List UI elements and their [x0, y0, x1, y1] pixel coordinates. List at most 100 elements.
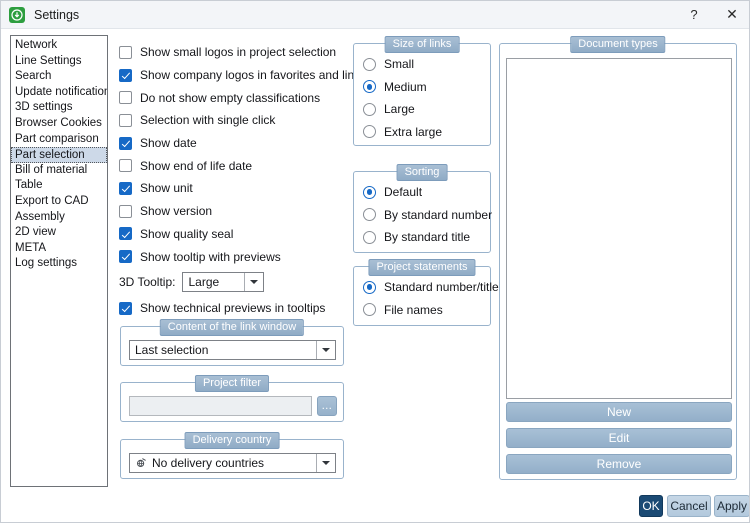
close-icon[interactable]: ✕ — [726, 6, 738, 22]
checkbox-row-show-end-of-life-date[interactable]: Show end of life date — [119, 154, 347, 177]
radio-row-extra-large[interactable]: Extra large — [363, 121, 490, 144]
document-types-group: Document types New Edit Remove — [499, 36, 737, 480]
sidebar-item-log-settings[interactable]: Log settings — [15, 257, 78, 270]
sidebar-item-part-comparison[interactable]: Part comparison — [15, 132, 99, 145]
sidebar-item-network[interactable]: Network — [15, 39, 58, 51]
sidebar-item-bill-of-material[interactable]: Bill of material — [15, 163, 88, 176]
checkbox-show-tooltip-with-previews[interactable] — [119, 250, 132, 264]
checkbox-show-small-logos-in-project-selection[interactable] — [119, 45, 132, 59]
checkbox-row-show-quality-seal[interactable]: Show quality seal — [119, 223, 347, 246]
checkbox-label-technical-previews: Show technical previews in tooltips — [140, 301, 326, 316]
checkbox-row-show-small-logos-in-project-selection[interactable]: Show small logos in project selection — [119, 41, 347, 64]
radio-row-default[interactable]: Default — [363, 181, 490, 204]
checkbox-row-show-version[interactable]: Show version — [119, 200, 347, 223]
radio-row-small[interactable]: Small — [363, 53, 490, 76]
radio-default[interactable] — [363, 185, 376, 199]
sidebar-item-table[interactable]: Table — [15, 179, 43, 192]
sidebar-item-3d-settings[interactable]: 3D settings — [15, 101, 73, 114]
checkbox-row-selection-with-single-click[interactable]: Selection with single click — [119, 109, 347, 132]
checkbox-selection-with-single-click[interactable] — [119, 113, 132, 127]
radio-by-standard-number[interactable] — [363, 208, 376, 222]
checkbox-show-company-logos-in-favorites-and-links[interactable] — [119, 68, 132, 82]
sidebar-item-part-selection[interactable]: Part selection — [11, 147, 107, 163]
radio-row-by-standard-title[interactable]: By standard title — [363, 226, 490, 249]
sidebar-item-meta[interactable]: META — [15, 241, 47, 254]
checkbox-label-selection-with-single-click: Selection with single click — [140, 113, 276, 128]
radio-file-names[interactable] — [363, 303, 376, 317]
radio-label-standard-number-title: Standard number/title — [384, 280, 499, 295]
tooltip-size-label: 3D Tooltip: — [119, 274, 176, 289]
document-type-remove-button[interactable]: Remove — [506, 454, 732, 474]
checkbox-label-do-not-show-empty-classifications: Do not show empty classifications — [140, 90, 321, 105]
checkbox-label-show-quality-seal: Show quality seal — [140, 226, 234, 241]
chevron-down-icon[interactable] — [316, 454, 335, 472]
checkbox-show-end-of-life-date[interactable] — [119, 159, 132, 173]
delivery-country-value: No delivery countries — [152, 456, 265, 470]
cancel-button[interactable]: Cancel — [667, 495, 711, 517]
document-type-new-button[interactable]: New — [506, 402, 732, 422]
checkbox-show-quality-seal[interactable] — [119, 227, 132, 241]
radio-medium[interactable] — [363, 80, 376, 94]
checkbox-row-show-unit[interactable]: Show unit — [119, 177, 347, 200]
radio-row-medium[interactable]: Medium — [363, 76, 490, 99]
sidebar-item-export-to-cad[interactable]: Export to CAD — [15, 194, 89, 207]
radio-label-by-standard-number: By standard number — [384, 207, 493, 222]
project-filter-input[interactable] — [129, 396, 312, 416]
tooltip-size-row: 3D Tooltip: Large — [119, 269, 347, 295]
checkbox-show-version[interactable] — [119, 204, 132, 218]
radio-row-standard-number-title[interactable]: Standard number/title — [363, 276, 499, 299]
project-filter-group: Project filter … — [120, 375, 344, 422]
radio-label-large: Large — [384, 102, 415, 117]
project-statements-group: Project statements Standard number/title… — [353, 259, 499, 326]
sidebar-item-search[interactable]: Search — [15, 70, 52, 83]
link-window-group: Content of the link window Last selectio… — [120, 319, 344, 366]
radio-small[interactable] — [363, 57, 376, 71]
apply-button[interactable]: Apply — [714, 495, 749, 517]
help-button[interactable]: ? — [690, 7, 698, 22]
checkbox-row-technical-previews[interactable]: Show technical previews in tooltips — [119, 297, 347, 320]
radio-standard-number-title[interactable] — [363, 280, 376, 294]
checkbox-row-show-date[interactable]: Show date — [119, 132, 347, 155]
checkbox-label-show-end-of-life-date: Show end of life date — [140, 158, 253, 173]
link-window-combo[interactable]: Last selection — [129, 340, 336, 360]
radio-label-default: Default — [384, 185, 423, 200]
tooltip-size-combo[interactable]: Large — [182, 271, 265, 292]
document-types-list[interactable] — [506, 58, 732, 399]
tooltip-size-value: Large — [188, 274, 220, 289]
checkbox-show-unit[interactable] — [119, 181, 132, 195]
project-statements-group-title: Project statements — [368, 259, 476, 276]
radio-row-by-standard-number[interactable]: By standard number — [363, 204, 493, 227]
checkbox-row-show-company-logos-in-favorites-and-links[interactable]: Show company logos in favorites and link… — [119, 64, 366, 87]
sidebar-item-update-notification[interactable]: Update notification — [15, 85, 108, 98]
link-window-group-title: Content of the link window — [159, 319, 305, 336]
sidebar-item-browser-cookies[interactable]: Browser Cookies — [15, 116, 102, 129]
document-type-edit-button[interactable]: Edit — [506, 428, 732, 448]
radio-extra-large[interactable] — [363, 125, 376, 139]
sidebar-item-line-settings[interactable]: Line Settings — [15, 54, 82, 67]
checkbox-label-show-version: Show version — [140, 204, 213, 219]
radio-row-file-names[interactable]: File names — [363, 299, 490, 322]
sidebar-item-assembly[interactable]: Assembly — [15, 210, 65, 223]
checkbox-row-do-not-show-empty-classifications[interactable]: Do not show empty classifications — [119, 86, 347, 109]
sidebar-item-2d-view[interactable]: 2D view — [15, 226, 56, 239]
radio-by-standard-title[interactable] — [363, 230, 376, 244]
delivery-country-combo[interactable]: No delivery countries — [129, 453, 336, 473]
project-filter-group-title: Project filter — [194, 375, 270, 392]
radio-row-large[interactable]: Large — [363, 98, 490, 121]
radio-label-small: Small — [384, 57, 415, 72]
checkbox-label-show-unit: Show unit — [140, 181, 193, 196]
checkbox-row-show-tooltip-with-previews[interactable]: Show tooltip with previews — [119, 245, 347, 268]
checkbox-show-date[interactable] — [119, 136, 132, 150]
checkbox-do-not-show-empty-classifications[interactable] — [119, 91, 132, 105]
chevron-down-icon[interactable] — [316, 341, 335, 359]
checkbox-label-show-small-logos-in-project-selection: Show small logos in project selection — [140, 45, 337, 60]
chevron-down-icon[interactable] — [244, 272, 264, 291]
document-types-group-title: Document types — [570, 36, 666, 53]
project-filter-browse-button[interactable]: … — [317, 396, 337, 416]
checkbox-technical-previews[interactable] — [119, 301, 132, 315]
radio-large[interactable] — [363, 102, 376, 116]
ok-button[interactable]: OK — [639, 495, 663, 517]
